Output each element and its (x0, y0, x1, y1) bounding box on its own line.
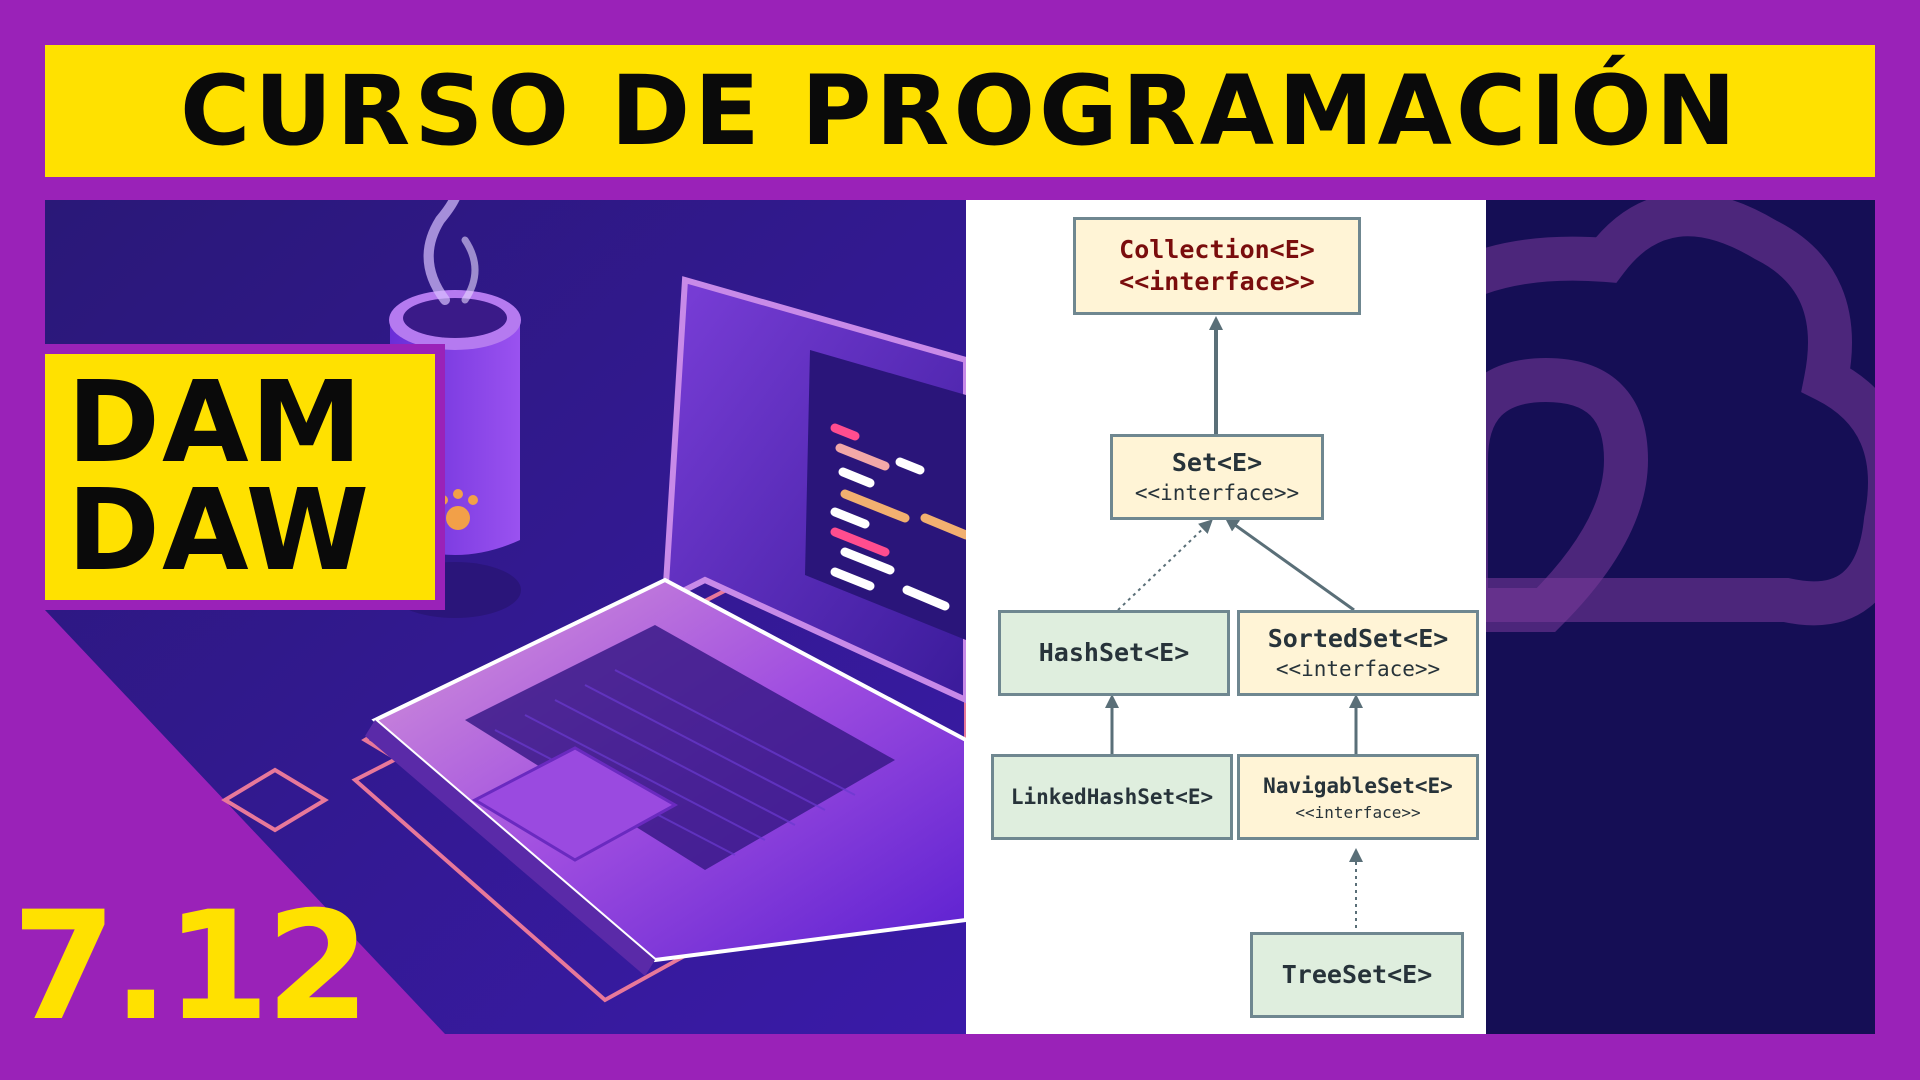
arrow-hashset-set (1117, 519, 1213, 611)
arrow-sortedset-set (1224, 517, 1355, 612)
collection-name: Collection<E> (1119, 235, 1315, 264)
collection-stereotype: <<interface>> (1119, 267, 1315, 296)
uml-treeset-class: TreeSet<E> (1250, 932, 1464, 1018)
navigableset-stereotype: <<interface>> (1295, 803, 1421, 822)
set-name: Set<E> (1171, 448, 1263, 477)
dam-daw-badge: DAM DAW (45, 344, 445, 610)
page-title: CURSO DE PROGRAMACIÓN (179, 55, 1741, 167)
sortedset-name: SortedSet<E> (1267, 624, 1449, 653)
title-banner: CURSO DE PROGRAMACIÓN (45, 45, 1875, 177)
sortedset-stereotype: <<interface>> (1275, 657, 1441, 681)
treeset-name: TreeSet<E> (1281, 960, 1433, 989)
badge-line-daw: DAW (67, 466, 372, 596)
logo-panel (1486, 200, 1875, 1034)
uml-sortedset-interface: SortedSet<E> <<interface>> (1237, 610, 1479, 696)
badge-line-dam: DAM (67, 358, 365, 488)
set-stereotype: <<interface>> (1134, 481, 1300, 505)
uml-linkedhashset-class: LinkedHashSet<E> (991, 754, 1233, 840)
cloud-logo-watermark-icon (1486, 200, 1875, 632)
linkedhashset-name: LinkedHashSet<E> (1010, 785, 1214, 809)
uml-navigableset-interface: NavigableSet<E> <<interface>> (1237, 754, 1479, 840)
laptop-illustration (45, 200, 966, 1034)
hashset-name: HashSet<E> (1038, 638, 1190, 667)
laptop-scene-graphic (45, 200, 966, 1034)
lesson-number: 7.12 (12, 880, 370, 1054)
uml-arrows (1105, 316, 1363, 928)
navigableset-name: NavigableSet<E> (1263, 774, 1453, 798)
uml-hashset-class: HashSet<E> (998, 610, 1230, 696)
uml-set-interface: Set<E> <<interface>> (1110, 434, 1324, 520)
uml-collection-interface: Collection<E> <<interface>> (1073, 217, 1361, 315)
